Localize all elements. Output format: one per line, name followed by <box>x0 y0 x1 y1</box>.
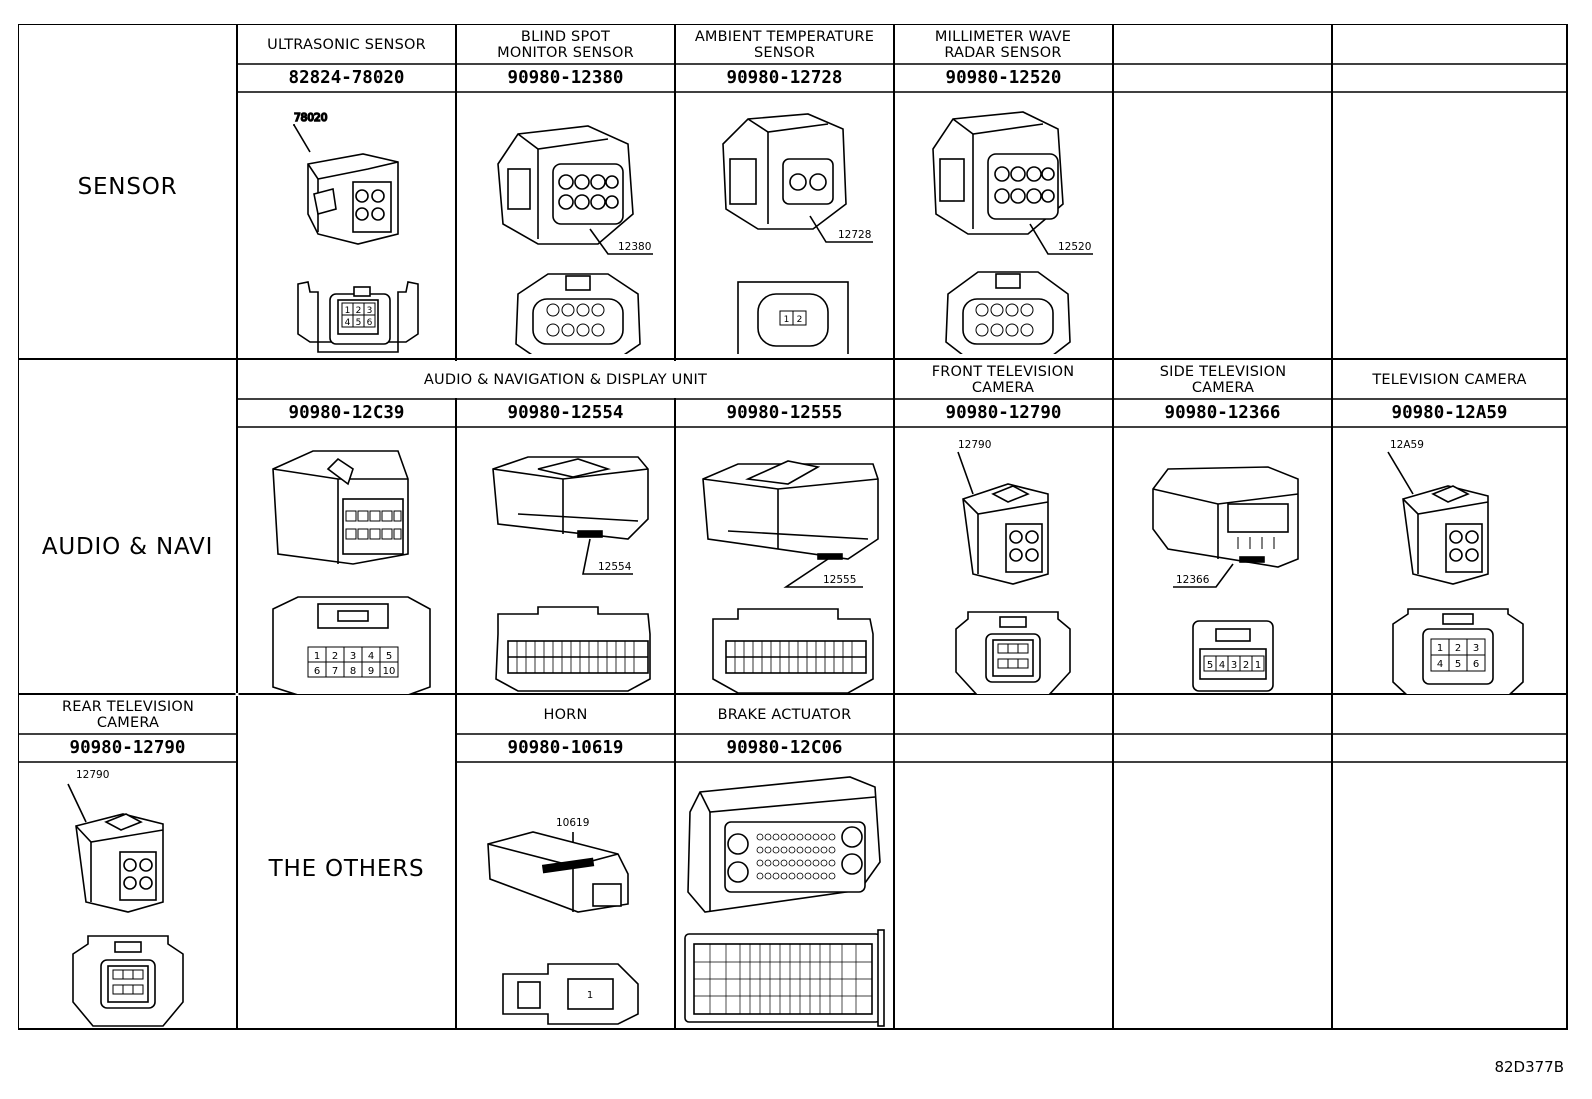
title-audio-navigation-display-unit: AUDIO & NAVIGATION & DISPLAY UNIT <box>423 372 708 388</box>
table-grid <box>18 24 1568 1030</box>
pin-8: 8 <box>350 666 356 677</box>
pin-1: 1 <box>345 306 351 316</box>
pin-3: 3 <box>1231 660 1237 671</box>
tag-label-12a59: 12A59 <box>1390 439 1424 451</box>
pin-6: 6 <box>367 318 373 328</box>
part-number-90980-12728: 90980-12728 <box>726 68 843 88</box>
pin-10: 10 <box>383 666 396 677</box>
tag-label-12554: 12554 <box>598 561 632 573</box>
pin-4: 4 <box>1437 659 1443 670</box>
group-label-sensor: SENSOR <box>77 174 178 200</box>
part-number-82824-78020: 82824-78020 <box>288 68 405 88</box>
pin-5: 5 <box>1455 659 1461 670</box>
tag-label-12380: 12380 <box>618 241 651 253</box>
pin-4: 4 <box>368 651 374 662</box>
pin-5: 5 <box>386 651 392 662</box>
title-millimeter-wave-radar-sensor: MILLIMETER WAVE RADAR SENSOR <box>934 29 1072 61</box>
part-number-90980-12380: 90980-12380 <box>507 68 624 88</box>
connector-table: SENSOR AUDIO & NAVI THE OTHERS ULTRASONI… <box>18 24 1568 1045</box>
pin-9: 9 <box>368 666 374 677</box>
pin-1: 1 <box>1255 660 1261 671</box>
connector-drawing-rear-tv-camera: 12790 <box>67 769 184 1027</box>
part-number-90980-10619: 90980-10619 <box>507 738 624 758</box>
figure-id: 82D377B <box>1494 1058 1564 1076</box>
group-label-the-others: THE OTHERS <box>268 856 425 882</box>
pin-2: 2 <box>356 306 362 316</box>
title-brake-actuator: BRAKE ACTUATOR <box>717 707 852 723</box>
pin-1: 1 <box>1437 643 1443 654</box>
part-number-90980-12a59: 90980-12A59 <box>1391 403 1508 423</box>
connector-drawing-brake-actuator <box>684 776 885 1027</box>
title-horn: HORN <box>543 707 588 723</box>
connector-drawing-horn: 10619 1 <box>487 817 639 1025</box>
connector-drawing-blind-spot: 12380 <box>497 125 653 354</box>
tag-label-12555: 12555 <box>823 574 856 586</box>
pin-5: 5 <box>1207 660 1213 671</box>
connector-drawing-tv-camera: 12A59 1 2 3 4 5 6 <box>1387 439 1524 694</box>
tag-label-12728: 12728 <box>838 229 871 241</box>
tag-label-12366: 12366 <box>1176 574 1210 586</box>
pin-3: 3 <box>367 306 373 316</box>
pin-3: 3 <box>350 651 356 662</box>
title-side-television-camera: SIDE TELEVISION CAMERA <box>1159 364 1287 396</box>
pin-4: 4 <box>1219 660 1225 671</box>
pin-2: 2 <box>1455 643 1461 654</box>
pin-2: 2 <box>1243 660 1249 671</box>
pin-1: 1 <box>587 990 593 1001</box>
group-label-audio-navi: AUDIO & NAVI <box>41 534 214 560</box>
connector-drawing-12c39: 1 2 3 4 5 6 7 8 9 10 <box>272 450 431 694</box>
title-front-television-camera: FRONT TELEVISION CAMERA <box>931 364 1075 396</box>
part-number-90980-12c39: 90980-12C39 <box>288 403 405 423</box>
title-ambient-temperature-sensor: AMBIENT TEMPERATURE SENSOR <box>694 29 875 61</box>
pin-4: 4 <box>345 318 351 328</box>
tag-label-12790: 12790 <box>958 439 991 451</box>
connector-drawing-millimeter-radar: 12520 <box>932 111 1093 354</box>
pin-5: 5 <box>356 318 362 328</box>
part-number-90980-12366: 90980-12366 <box>1164 403 1281 423</box>
title-ultrasonic-sensor: ULTRASONIC SENSOR <box>267 37 426 53</box>
tag-label-12520: 12520 <box>1058 241 1091 253</box>
title-television-camera: TELEVISION CAMERA <box>1372 372 1527 388</box>
pin-2: 2 <box>332 651 338 662</box>
connector-drawing-ambient-temp: 12728 1 2 <box>722 113 873 354</box>
connector-drawing-ultrasonic: 78020 1 2 3 4 5 6 <box>293 111 419 353</box>
title-rear-television-camera: REAR TELEVISION CAMERA <box>61 699 195 731</box>
tag-label-10619: 10619 <box>556 817 589 829</box>
connector-drawing-front-tv-camera: 12790 <box>955 439 1071 694</box>
tag-label-78020: 78020 <box>294 112 327 124</box>
pin-1: 1 <box>784 315 790 325</box>
pin-6: 6 <box>314 666 320 677</box>
tag-label-12790-rear: 12790 <box>76 769 109 781</box>
pin-7: 7 <box>332 666 338 677</box>
connector-drawing-12554: 12554 <box>492 456 651 692</box>
part-number-90980-12790-front: 90980-12790 <box>945 403 1062 423</box>
connector-drawing-side-tv-camera: 12366 5 4 3 2 1 <box>1152 466 1299 692</box>
part-number-90980-12555: 90980-12555 <box>726 403 843 423</box>
pin-2: 2 <box>797 315 803 325</box>
part-number-90980-12c06: 90980-12C06 <box>726 738 843 758</box>
connector-drawing-12555: 12555 <box>702 460 879 694</box>
part-number-90980-12790-rear: 90980-12790 <box>69 738 186 758</box>
pin-3: 3 <box>1473 643 1479 654</box>
title-blind-spot-monitor-sensor: BLIND SPOT MONITOR SENSOR <box>497 29 634 61</box>
part-number-90980-12554: 90980-12554 <box>507 403 624 423</box>
part-number-90980-12520: 90980-12520 <box>945 68 1062 88</box>
pin-1: 1 <box>314 651 320 662</box>
pin-6: 6 <box>1473 659 1479 670</box>
